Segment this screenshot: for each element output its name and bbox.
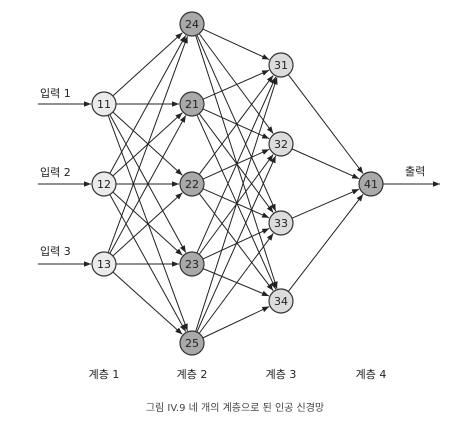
node-33: [268, 210, 294, 236]
edge-13-to-22: [112, 192, 183, 257]
node-label-11: 11: [97, 98, 111, 111]
edge-25-to-33: [198, 233, 274, 334]
input-label-3: 입력 3: [40, 245, 71, 258]
edge-33-to-41: [291, 188, 360, 219]
node-21: [179, 91, 205, 117]
edge-24-to-33: [196, 34, 277, 212]
node-label-31: 31: [274, 59, 288, 72]
edge-22-to-33: [202, 188, 270, 219]
node-label-33: 33: [274, 217, 288, 230]
input-label-2: 입력 2: [40, 166, 71, 179]
node-13: [91, 251, 117, 277]
edge-24-to-31: [202, 28, 270, 61]
edge-11-to-25: [107, 115, 188, 331]
node-11: [91, 91, 117, 117]
node-label-12: 12: [97, 178, 111, 191]
input-label-1: 입력 1: [40, 87, 71, 100]
edge-11-to-24: [112, 32, 183, 97]
node-label-24: 24: [185, 18, 199, 31]
edge-13-to-24: [107, 36, 188, 253]
edge-12-to-24: [109, 35, 187, 174]
node-label-25: 25: [185, 337, 199, 350]
edge-34-to-41: [287, 193, 364, 292]
edge-21-to-31: [202, 69, 270, 100]
figure-caption: 그림 IV.9 네 개의 계층으로 된 인공 신경망: [146, 401, 324, 414]
node-22: [179, 171, 205, 197]
layer-label-2: 계층 2: [177, 368, 208, 381]
node-23: [179, 251, 205, 277]
edge-31-to-41: [287, 74, 364, 174]
node-25: [179, 330, 205, 356]
node-32: [268, 131, 294, 157]
edge-21-to-33: [198, 113, 274, 213]
layer-label-1: 계층 1: [89, 368, 120, 381]
edge-13-to-21: [109, 115, 187, 254]
edge-22-to-31: [198, 75, 274, 175]
output-label: 출력: [405, 165, 425, 178]
layer-label-4: 계층 4: [356, 368, 387, 381]
edge-22-to-34: [198, 193, 274, 291]
node-31: [268, 52, 294, 78]
layer-label-3: 계층 3: [266, 368, 297, 381]
node-label-32: 32: [274, 138, 288, 151]
edge-23-to-31: [196, 76, 277, 254]
node-label-13: 13: [97, 258, 111, 271]
node-41: [358, 171, 384, 197]
edge-12-to-25: [109, 194, 187, 332]
edge-21-to-34: [196, 114, 277, 290]
node-34: [268, 288, 294, 314]
node-12: [91, 171, 117, 197]
node-24: [179, 11, 205, 37]
edge-25-to-34: [202, 306, 270, 339]
node-label-21: 21: [185, 98, 199, 111]
node-label-34: 34: [274, 295, 288, 308]
node-label-22: 22: [185, 178, 199, 191]
connection-lines: [38, 28, 440, 339]
node-label-41: 41: [364, 178, 378, 191]
edge-21-to-32: [202, 108, 270, 140]
edge-24-to-32: [198, 33, 274, 134]
edge-13-to-25: [112, 271, 183, 335]
edge-32-to-41: [291, 148, 360, 180]
node-label-23: 23: [185, 258, 199, 271]
edge-25-to-32: [196, 155, 277, 333]
edge-25-to-31: [195, 77, 278, 332]
neuron-nodes: 11 12 13 24 21 22 23 25 31 32 33 34 41: [91, 11, 384, 356]
edge-22-to-32: [202, 148, 270, 180]
